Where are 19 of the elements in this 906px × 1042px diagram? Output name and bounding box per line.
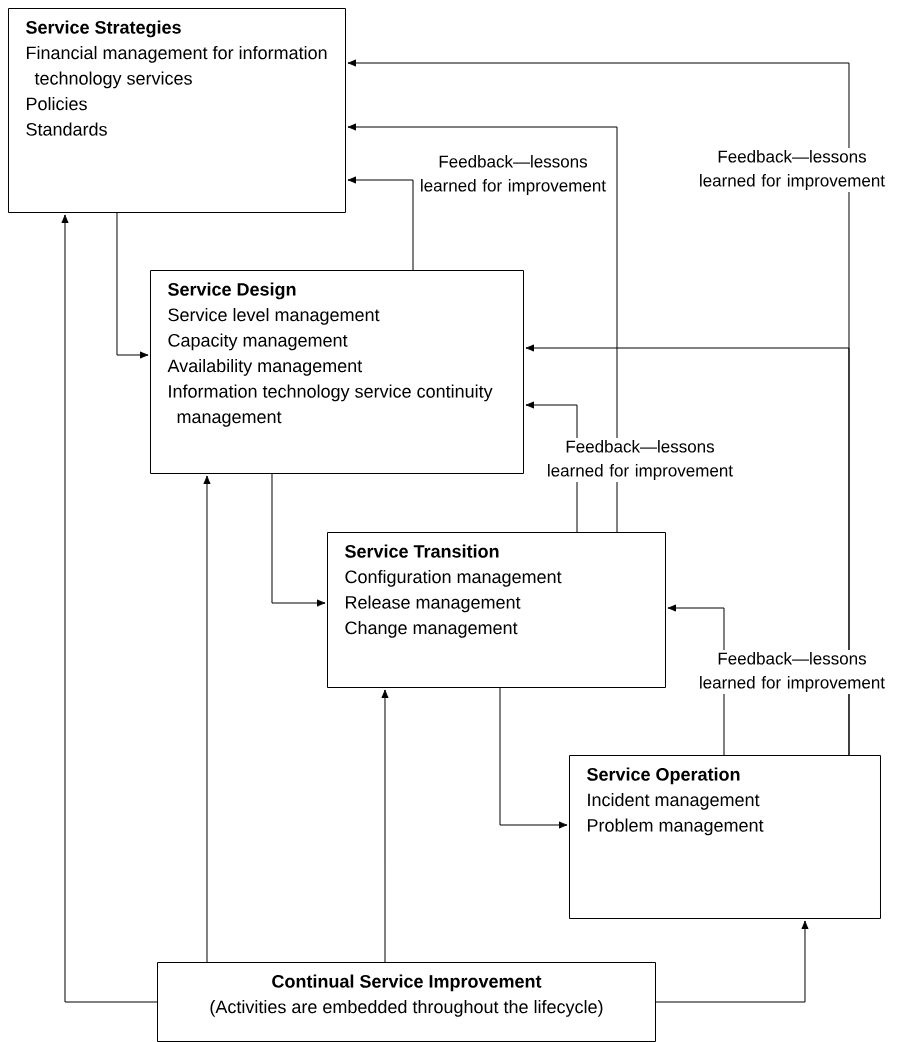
arrow xyxy=(655,920,809,1003)
arrow xyxy=(271,473,326,607)
arrow xyxy=(203,475,211,963)
process-box: Service Operation Incident management Problem management xyxy=(569,755,881,919)
edge-label: Feedback—lessons learned for improvement xyxy=(414,153,612,197)
arrow xyxy=(347,176,414,271)
arrow xyxy=(499,687,568,829)
process-box: Continual Service Improvement (Activities are embedded throughout the lifecycle) xyxy=(157,962,656,1042)
arrow xyxy=(61,214,158,1003)
arrow xyxy=(116,212,149,359)
edge-label: Feedback—lessons learned for improvement xyxy=(693,148,891,192)
process-box: Service Design Service level management Capacity management Availability management Information technology service continuity management xyxy=(150,270,524,474)
arrow xyxy=(381,689,389,963)
arrow xyxy=(347,123,618,533)
process-box: Service Transition Configuration management Release management Change management xyxy=(327,532,666,688)
arrow xyxy=(525,344,850,756)
edge-label: Feedback—lessons learned for improvement xyxy=(693,650,891,694)
edge-label: Feedback—lessons learned for improvement xyxy=(541,438,739,482)
process-box: Service Strategies Financial management for information technology services Policies Standards xyxy=(8,8,346,213)
